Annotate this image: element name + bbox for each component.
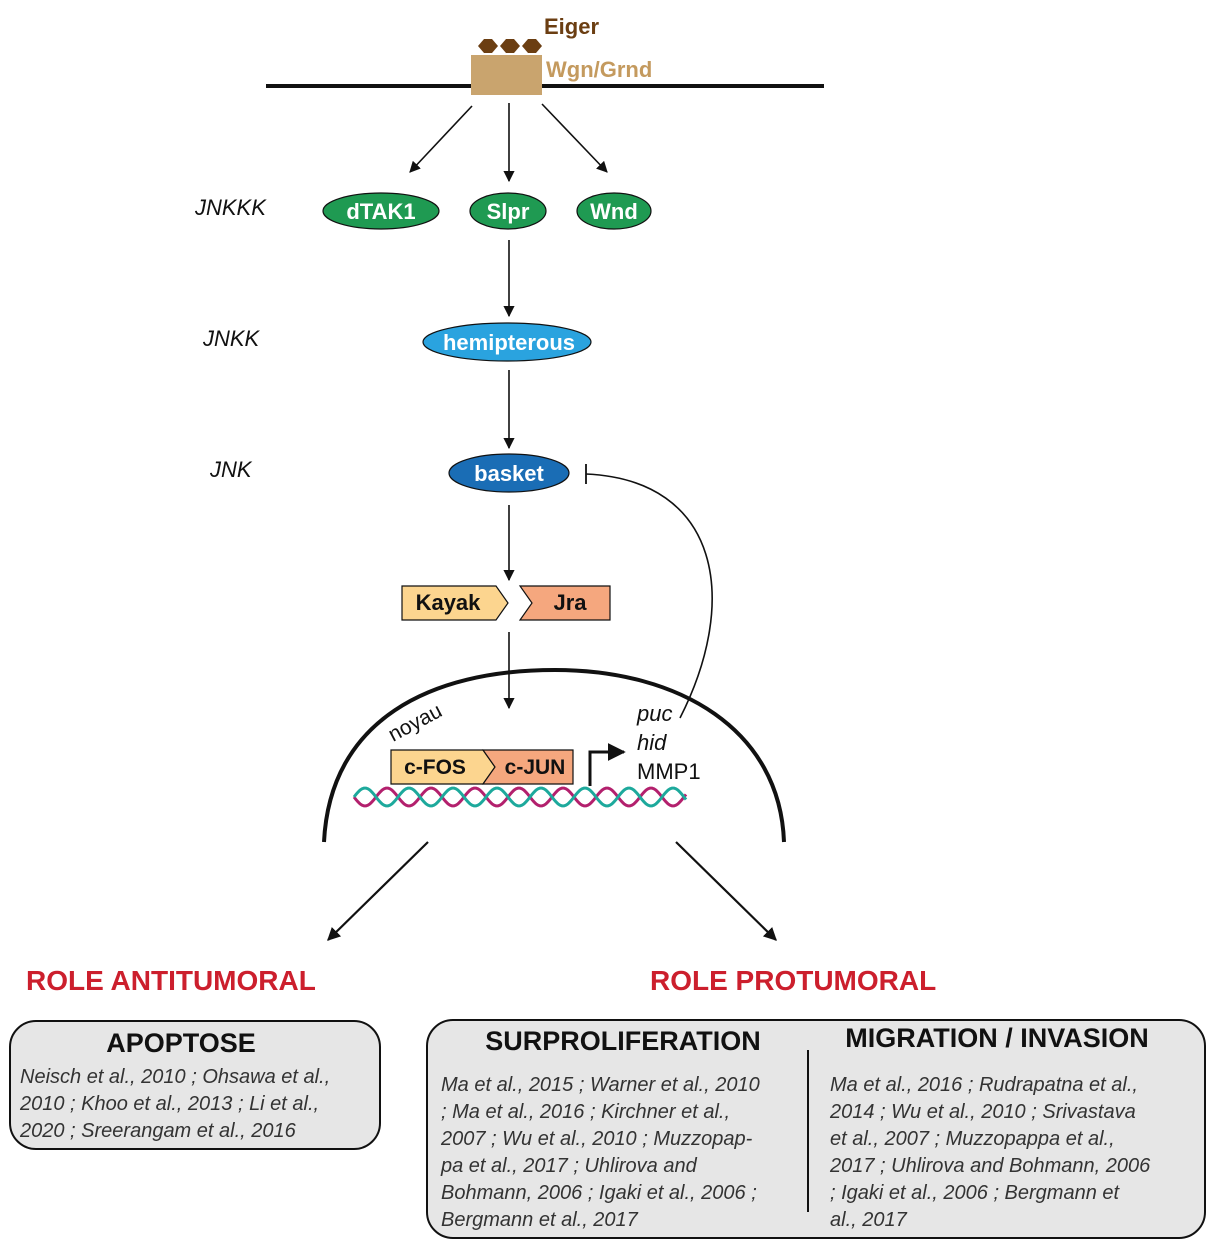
target-gene-hid: hid (637, 730, 667, 755)
node-basket (448, 453, 570, 493)
migration-ref-line: ; Igaki et al., 2006 ; Bergmann et (830, 1182, 1121, 1204)
apoptose-box (9, 1020, 381, 1150)
node-cjun (481, 749, 574, 785)
node-jra-label: Jra (553, 590, 587, 615)
arrow-to-protumoral (675, 841, 777, 941)
ligand-label: Eiger (544, 14, 599, 39)
dna-strand-teal (352, 786, 688, 808)
migration-ref-line: 2017 ; Uhlirova and Bohmann, 2006 (829, 1155, 1151, 1177)
target-gene-puc: puc (636, 701, 672, 726)
arrow-to-antitumoral (327, 841, 429, 941)
surproliferation-ref-line: Bohmann, 2006 ; Igaki et al., 2006 ; (441, 1182, 757, 1204)
node-dtak1-label: dTAK1 (346, 199, 415, 224)
node-slpr (469, 192, 547, 230)
node-cfos-label: c-FOS (404, 756, 466, 779)
protumoral-box (426, 1019, 1206, 1239)
surproliferation-ref-line: Bergmann et al., 2017 (441, 1209, 639, 1231)
node-wnd (576, 192, 652, 230)
surproliferation-ref-line: Ma et al., 2015 ; Warner et al., 2010 (441, 1074, 760, 1096)
level-jnk: JNK (209, 457, 253, 482)
surproliferation-ref-line: 2007 ; Wu et al., 2010 ; Muzzopap- (440, 1128, 753, 1150)
arrow-to-dtak1 (409, 105, 473, 173)
nucleus-label: noyau (385, 699, 446, 746)
level-jnkk: JNKK (202, 326, 261, 351)
node-basket-label: basket (474, 461, 544, 486)
apoptose-ref-line: Neisch et al., 2010 ; Ohsawa et al., (20, 1066, 330, 1088)
transcription-start-arrow (588, 743, 626, 786)
surproliferation-title: SURPROLIFERATION (485, 1026, 761, 1056)
migration-title: MIGRATION / INVASION (845, 1023, 1149, 1053)
apoptose-ref-line: 2020 ; Sreerangam et al., 2016 (19, 1120, 297, 1142)
migration-ref-line: et al., 2007 ; Muzzopappa et al., (830, 1128, 1115, 1150)
migration-ref-line: 2014 ; Wu et al., 2010 ; Srivastava (829, 1101, 1136, 1123)
surproliferation-ref-line: ; Ma et al., 2016 ; Kirchner et al., (441, 1101, 730, 1123)
receptor-label: Wgn/Grnd (546, 57, 652, 82)
node-hemipterous (422, 322, 592, 362)
receptor-wgn-grnd (471, 55, 542, 95)
surproliferation-ref-line: pa et al., 2017 ; Uhlirova and (440, 1155, 698, 1177)
apoptose-ref-line: 2010 ; Khoo et al., 2013 ; Li et al., (19, 1093, 319, 1115)
node-kayak-label: Kayak (416, 590, 482, 615)
node-kayak (401, 585, 509, 621)
migration-ref-line: Ma et al., 2016 ; Rudrapatna et al., (830, 1074, 1138, 1096)
node-jra (518, 585, 611, 621)
nucleus-membrane (322, 667, 786, 843)
node-cjun-label: c-JUN (505, 756, 566, 779)
level-jnkkk: JNKKK (194, 195, 267, 220)
node-slpr-label: Slpr (487, 199, 530, 224)
role-protumoral: ROLE PROTUMORAL (650, 965, 936, 996)
node-wnd-label: Wnd (590, 199, 638, 224)
apoptose-title: APOPTOSE (106, 1028, 256, 1058)
puc-inhibition-curve (585, 473, 713, 719)
node-hemipterous-label: hemipterous (443, 330, 575, 355)
dna-strand-magenta (352, 786, 688, 808)
role-antitumoral: ROLE ANTITUMORAL (26, 965, 316, 996)
arrow-to-wnd (541, 103, 608, 173)
target-gene-mmp1: MMP1 (637, 759, 701, 784)
node-dtak1 (322, 192, 440, 230)
migration-ref-line: al., 2017 (830, 1209, 908, 1231)
ligand-eiger-hexagons (478, 39, 542, 53)
